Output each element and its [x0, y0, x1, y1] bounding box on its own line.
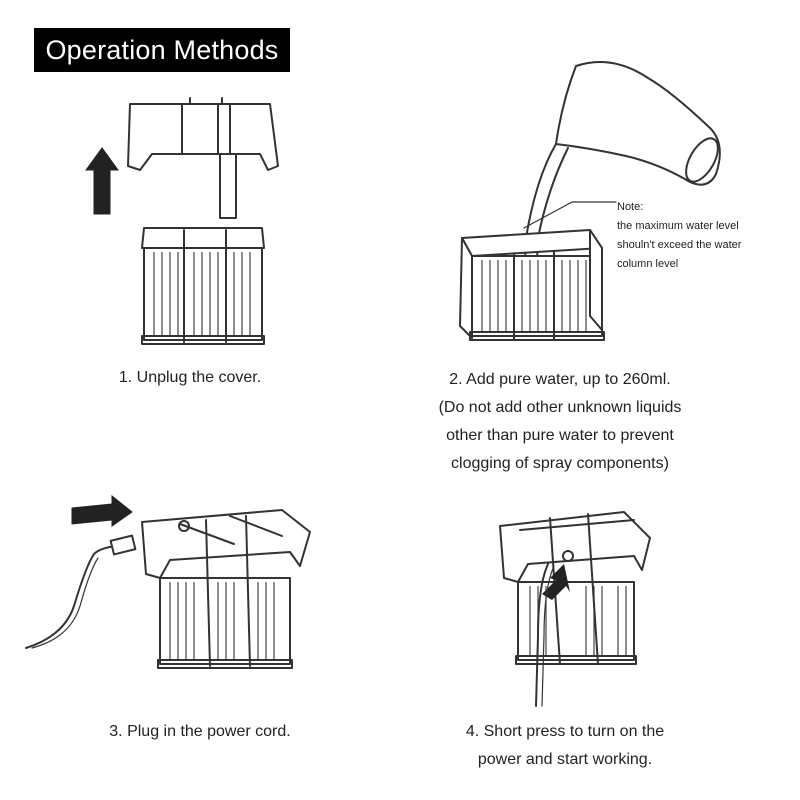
right-arrow-icon [71, 494, 133, 527]
caption-line: 3. Plug in the power cord. [109, 723, 291, 740]
step3-illustration [25, 494, 311, 669]
caption-line: power and start working. [477, 751, 653, 768]
press-arrow-icon [542, 564, 570, 600]
step1-illustration [85, 97, 279, 345]
caption-line: other than pure water to prevent [446, 427, 674, 444]
note-line: column level [617, 258, 679, 270]
caption-line: 1. Unplug the cover. [118, 369, 262, 386]
water-level-note: Note: the maximum water level shouln't e… [617, 198, 741, 274]
step2-illustration [459, 61, 721, 341]
step4-illustration [499, 511, 651, 707]
caption-line: clogging of spray components) [451, 455, 669, 472]
step4-caption: 4. Short press to turn on the power and … [435, 718, 695, 774]
step2-caption: 2. Add pure water, up to 260ml. (Do not … [395, 366, 725, 478]
step1-caption: 1. Unplug the cover. [90, 364, 290, 392]
step3-caption: 3. Plug in the power cord. [80, 718, 320, 746]
page-title: Operation Methods [34, 28, 290, 72]
caption-line: (Do not add other unknown liquids [438, 399, 682, 416]
note-line: the maximum water level [617, 220, 739, 232]
caption-line: 2. Add pure water, up to 260ml. [449, 371, 671, 388]
note-line: Note: [617, 201, 644, 213]
up-arrow-icon [85, 147, 119, 215]
note-line: shouln't exceed the water [617, 239, 742, 251]
caption-line: 4. Short press to turn on the [465, 723, 665, 740]
